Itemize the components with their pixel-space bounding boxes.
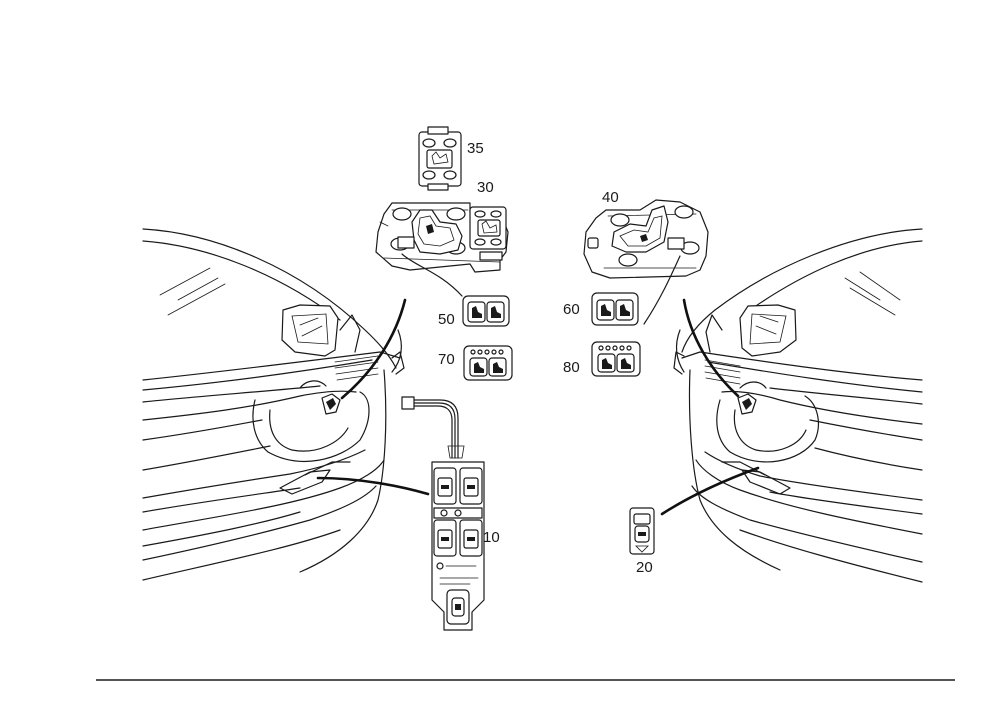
switch-50 <box>462 295 510 327</box>
callout-20: 20 <box>636 559 653 576</box>
callout-10: 10 <box>483 529 500 546</box>
right-door-illustration <box>673 228 923 583</box>
switch-70 <box>463 345 513 381</box>
seat-control-panel-30 <box>375 202 509 273</box>
window-switch-block-10 <box>401 396 485 631</box>
switch-80 <box>591 341 641 377</box>
window-switch-20 <box>629 507 655 555</box>
callout-35: 35 <box>467 140 484 157</box>
left-door-illustration <box>142 228 405 581</box>
leader-lines <box>316 253 760 516</box>
switch-35 <box>418 126 462 191</box>
seat-control-panel-40 <box>583 199 709 279</box>
callout-40: 40 <box>602 189 619 206</box>
callout-50: 50 <box>438 311 455 328</box>
callout-80: 80 <box>563 359 580 376</box>
switch-60 <box>591 292 639 326</box>
callout-30: 30 <box>477 179 494 196</box>
callout-70: 70 <box>438 351 455 368</box>
callout-60: 60 <box>563 301 580 318</box>
